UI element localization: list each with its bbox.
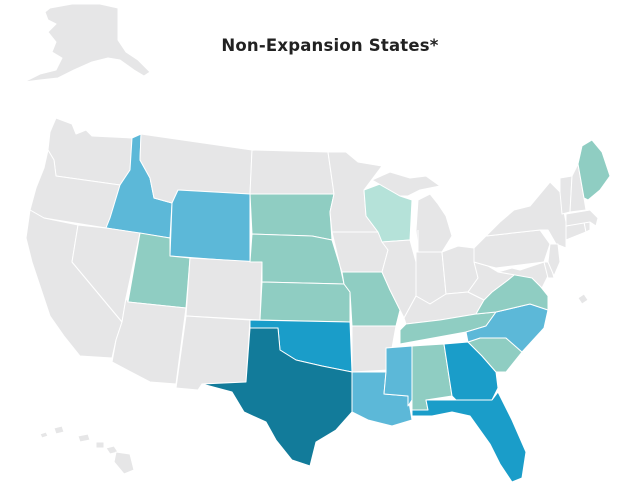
state-co[interactable] xyxy=(185,257,263,321)
state-sd[interactable] xyxy=(249,193,335,241)
state-me[interactable] xyxy=(577,139,611,201)
state-hi[interactable] xyxy=(39,425,135,475)
state-in[interactable] xyxy=(415,251,447,305)
state-nm[interactable] xyxy=(175,315,251,391)
state-wa[interactable] xyxy=(47,117,133,186)
map-title: Non-Expansion States* xyxy=(221,36,439,55)
state-ks[interactable] xyxy=(259,281,351,323)
dc-leader-line xyxy=(545,287,583,301)
state-pa[interactable] xyxy=(473,229,551,269)
state-ak[interactable] xyxy=(23,3,151,83)
state-ma[interactable] xyxy=(565,209,599,227)
state-il[interactable] xyxy=(381,239,417,319)
state-mi[interactable] xyxy=(371,171,453,253)
state-ia[interactable] xyxy=(331,231,389,273)
state-nd[interactable] xyxy=(249,149,335,195)
state-nh[interactable] xyxy=(569,163,587,213)
state-nc[interactable] xyxy=(465,303,549,353)
state-ne[interactable] xyxy=(249,233,345,285)
state-tx[interactable] xyxy=(201,327,353,467)
state-wy[interactable] xyxy=(169,189,251,263)
state-nj[interactable] xyxy=(547,243,561,277)
state-dc[interactable] xyxy=(577,293,589,305)
state-fl[interactable] xyxy=(411,391,527,483)
state-az[interactable] xyxy=(111,297,187,385)
state-vt[interactable] xyxy=(559,175,573,215)
